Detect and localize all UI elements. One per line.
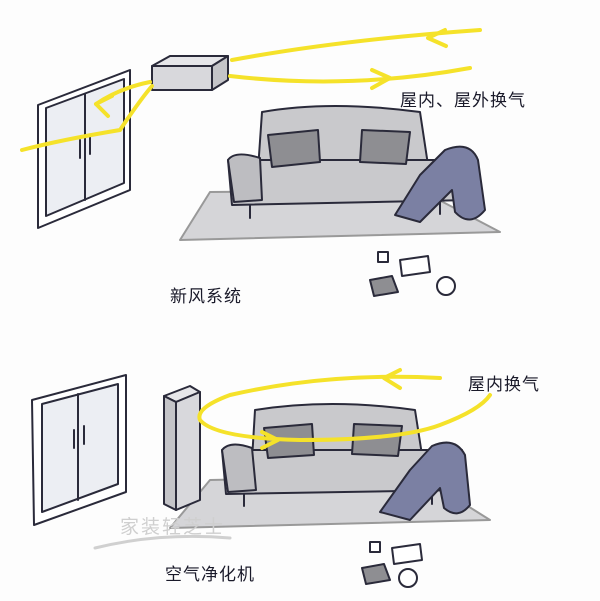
blanket-top — [394, 145, 486, 223]
toys-top — [369, 251, 456, 297]
watermark-swoosh — [93, 534, 232, 550]
fresh-air-unit — [151, 55, 229, 91]
air-purifier — [163, 385, 201, 511]
top-airflow-label: 屋内、屋外换气 — [400, 91, 526, 111]
top-caption: 新风系统 — [170, 287, 242, 307]
window-bottom — [31, 374, 127, 526]
airflow-loop-bottom — [197, 368, 492, 450]
watermark: 家装轻芝士 — [120, 516, 226, 538]
bottom-airflow-label: 屋内换气 — [468, 375, 540, 395]
toys-bottom — [361, 541, 423, 588]
bottom-caption: 空气净化机 — [165, 565, 255, 585]
airflow-arrows-top — [20, 28, 482, 152]
blanket-bottom — [379, 441, 471, 521]
